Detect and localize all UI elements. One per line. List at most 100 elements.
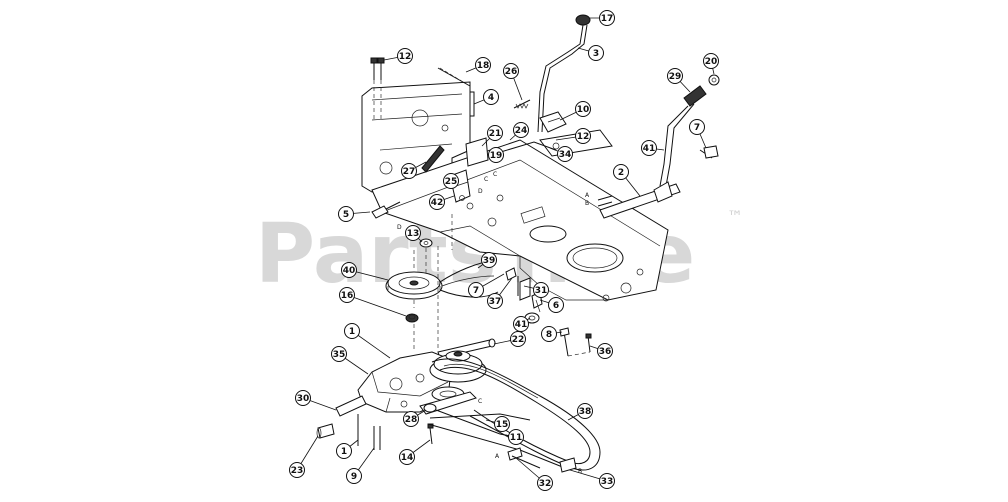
callout-17: 17 — [590, 10, 615, 26]
callout-number: 5 — [343, 210, 349, 220]
callout-3: 3 — [577, 45, 604, 61]
callout-number: 15 — [496, 420, 509, 430]
callout-bubble — [468, 282, 484, 298]
callout-bubble — [483, 89, 499, 105]
callout-number: 39 — [483, 256, 496, 266]
callout-bubble — [494, 416, 510, 432]
callout-bubble — [429, 194, 445, 210]
callout-bubble — [295, 390, 311, 406]
callout-6: 6 — [539, 297, 564, 313]
pulley-40 — [385, 271, 443, 300]
letter-c-3: C — [478, 398, 482, 405]
callout-12: 12 — [383, 48, 413, 64]
callout-bubble — [588, 45, 604, 61]
callout-bubble — [397, 48, 413, 64]
callout-7: 7 — [468, 273, 505, 298]
callout-bubble — [487, 293, 503, 309]
callout-8: 8 — [541, 326, 563, 342]
callout-31: 31 — [523, 282, 549, 298]
callout-number: 27 — [403, 167, 416, 177]
callout-bubble — [575, 101, 591, 117]
letter-d-2: D — [397, 224, 402, 231]
letter-b-2: B — [578, 468, 582, 475]
callout-bubble — [510, 331, 526, 347]
callout-number: 24 — [515, 126, 528, 136]
callout-number: 23 — [291, 466, 304, 476]
callout-30: 30 — [295, 390, 337, 411]
letter-b-1: B — [585, 200, 589, 207]
callout-bubble — [689, 119, 705, 135]
callout-bubble — [346, 468, 362, 484]
callout-13: 13 — [405, 225, 423, 243]
callout-bubble — [508, 429, 524, 445]
callout-28: 28 — [403, 409, 427, 427]
callout-bubble — [599, 10, 615, 26]
callout-4: 4 — [473, 89, 499, 105]
callout-bubble — [513, 316, 529, 332]
callout-number: 12 — [399, 52, 412, 62]
callout-41: 41 — [641, 140, 665, 156]
callout-number: 32 — [539, 479, 552, 489]
letter-a-2: A — [495, 453, 500, 460]
callout-number: 30 — [297, 394, 310, 404]
reference-letters: A B C C D D C A B — [397, 171, 590, 475]
callout-number: 19 — [490, 151, 503, 161]
callout-bubble — [577, 403, 593, 419]
callout-bubble — [533, 282, 549, 298]
callout-33: 33 — [569, 469, 615, 489]
callout-9: 9 — [346, 447, 375, 484]
callout-bubble — [339, 287, 355, 303]
callout-21: 21 — [481, 125, 503, 147]
callout-number: 12 — [577, 132, 590, 142]
callout-35: 35 — [331, 346, 369, 375]
callout-leader — [346, 294, 407, 317]
belt-38 — [431, 358, 601, 471]
callout-bubble — [503, 63, 519, 79]
callout-1: 1 — [336, 439, 359, 459]
callout-number: 41 — [643, 144, 656, 154]
callout-7: 7 — [689, 119, 707, 149]
callout-bubble — [667, 68, 683, 84]
pedal-assembly — [597, 74, 720, 219]
letter-a-1: A — [585, 192, 590, 199]
callout-bubble — [341, 262, 357, 278]
callout-number: 29 — [669, 72, 682, 82]
callout-26: 26 — [503, 63, 523, 101]
callout-number: 40 — [343, 266, 356, 276]
callout-number: 17 — [601, 14, 614, 24]
callout-bubble — [537, 475, 553, 491]
callout-bubble — [613, 164, 629, 180]
callout-bubble — [405, 225, 421, 241]
callout-36: 36 — [589, 343, 613, 359]
callout-bubble — [599, 473, 615, 489]
callout-bubble — [289, 462, 305, 478]
callout-number: 28 — [405, 415, 418, 425]
callout-20: 20 — [703, 53, 719, 75]
callout-bubble — [575, 128, 591, 144]
callout-number: 36 — [599, 347, 612, 357]
transaxle — [316, 338, 496, 450]
callout-bubble — [344, 323, 360, 339]
spring-27 — [421, 145, 445, 173]
callout-number: 31 — [535, 286, 548, 296]
callout-15: 15 — [485, 416, 510, 432]
callout-27: 27 — [401, 161, 427, 179]
callout-number: 42 — [431, 198, 444, 208]
callout-bubble — [481, 252, 497, 268]
callout-25: 25 — [443, 173, 459, 189]
callout-number: 1 — [341, 447, 347, 457]
callout-19: 19 — [488, 147, 504, 163]
callout-14: 14 — [399, 439, 431, 465]
callout-2: 2 — [613, 164, 641, 197]
callout-32: 32 — [515, 457, 553, 491]
callout-number: 10 — [577, 105, 590, 115]
callout-number: 33 — [601, 477, 614, 487]
callout-number: 11 — [510, 433, 523, 443]
callout-number: 22 — [512, 335, 525, 345]
callout-10: 10 — [559, 101, 591, 121]
callout-number: 35 — [333, 350, 346, 360]
rod-18 — [437, 67, 471, 87]
callout-number: 1 — [349, 327, 355, 337]
